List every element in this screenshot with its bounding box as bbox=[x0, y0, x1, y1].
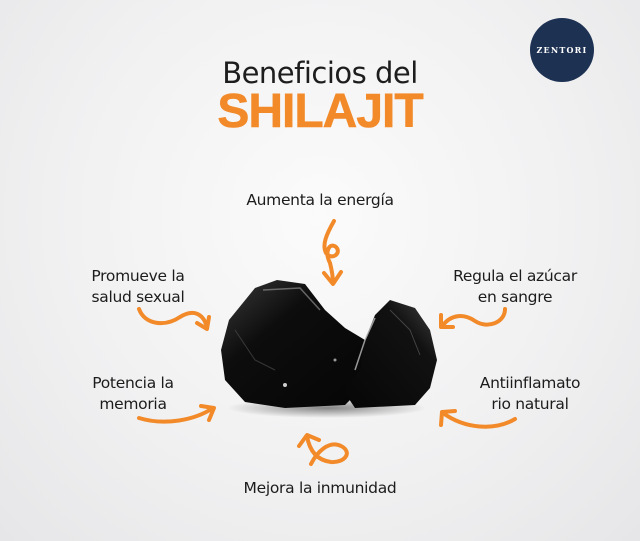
label-line: en sangre bbox=[477, 288, 553, 306]
page-title-highlight: SHILAJIT bbox=[217, 85, 424, 139]
arrow-wave-right-icon bbox=[137, 307, 211, 331]
arrow-up-loop-icon bbox=[297, 433, 349, 466]
benefit-blood-sugar-label: Regula el azúcar en sangre bbox=[440, 266, 590, 308]
label-line: Regula el azúcar bbox=[453, 267, 577, 285]
arrow-curve-left-icon bbox=[439, 409, 517, 429]
benefit-energy-label: Aumenta la energía bbox=[246, 191, 394, 209]
label-line: memoria bbox=[99, 395, 167, 413]
arrow-curve-right-icon bbox=[137, 404, 216, 424]
label-line: rio natural bbox=[491, 395, 569, 413]
arrow-down-loop-icon bbox=[322, 219, 343, 286]
benefit-sexual-health-label: Promueve la salud sexual bbox=[78, 266, 198, 308]
logo-text: ZENTORI bbox=[536, 45, 588, 55]
label-line: Promueve la bbox=[91, 267, 185, 285]
arrow-wave-left-icon bbox=[439, 307, 507, 329]
label-line: Antiinflamato bbox=[479, 374, 581, 392]
label-line: salud sexual bbox=[91, 288, 185, 306]
benefit-immunity-label: Mejora la inmunidad bbox=[243, 479, 397, 497]
page-title: Beneficios del bbox=[222, 56, 418, 90]
label-line: Potencia la bbox=[92, 374, 174, 392]
benefit-memory-label: Potencia la memoria bbox=[78, 373, 188, 415]
shilajit-rock-image bbox=[221, 280, 437, 418]
benefit-anti-inflammatory-label: Antiinflamato rio natural bbox=[470, 373, 590, 415]
zentori-logo: ZENTORI bbox=[530, 18, 594, 82]
